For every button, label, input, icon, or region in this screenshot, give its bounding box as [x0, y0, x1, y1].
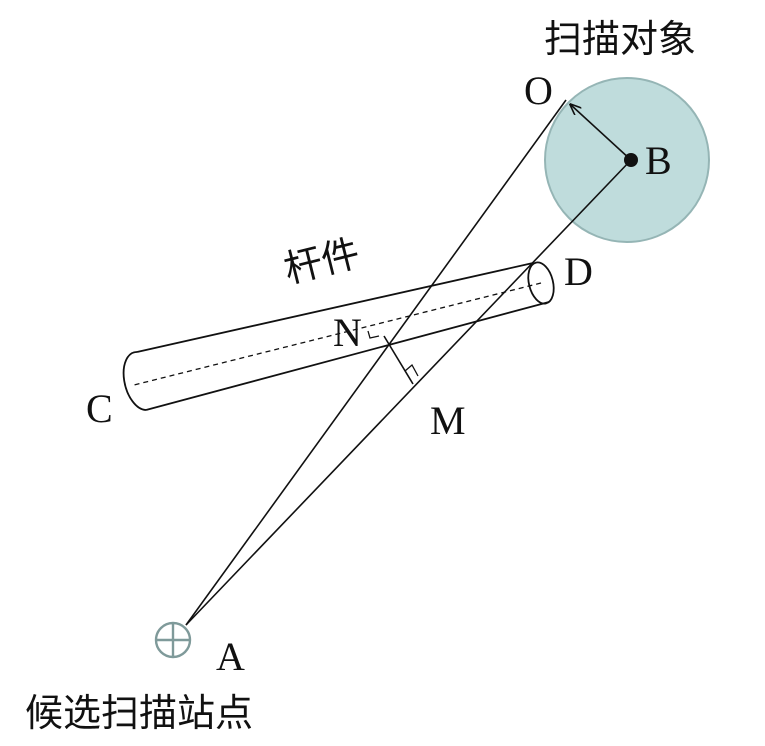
point-d-label: D: [564, 249, 593, 294]
rod-axis: [133, 282, 542, 386]
sight-line-a-to-b: [185, 159, 632, 626]
right-angle-mark-n: [367, 330, 380, 339]
rod-label: 杆件: [280, 231, 364, 292]
station-crosshair-icon: [154, 621, 192, 659]
point-b-label: B: [645, 138, 672, 183]
point-n-label: N: [333, 310, 362, 355]
center-point-b: [624, 153, 638, 167]
radius-arrow-b-to-o: [571, 105, 632, 161]
sight-line-a-to-o: [185, 99, 567, 626]
point-o-label: O: [524, 68, 553, 113]
rod-end-cap-c: [122, 351, 147, 411]
right-angle-mark-m: [404, 363, 419, 377]
point-m-label: M: [430, 398, 466, 443]
rod-cylinder-body: [136, 262, 550, 411]
candidate-station-label: 候选扫描站点: [25, 691, 253, 735]
segment-n-m: [383, 335, 414, 385]
point-c-label: C: [86, 386, 113, 431]
scan-object-label: 扫描对象: [544, 17, 696, 61]
point-a-label: A: [216, 634, 245, 679]
